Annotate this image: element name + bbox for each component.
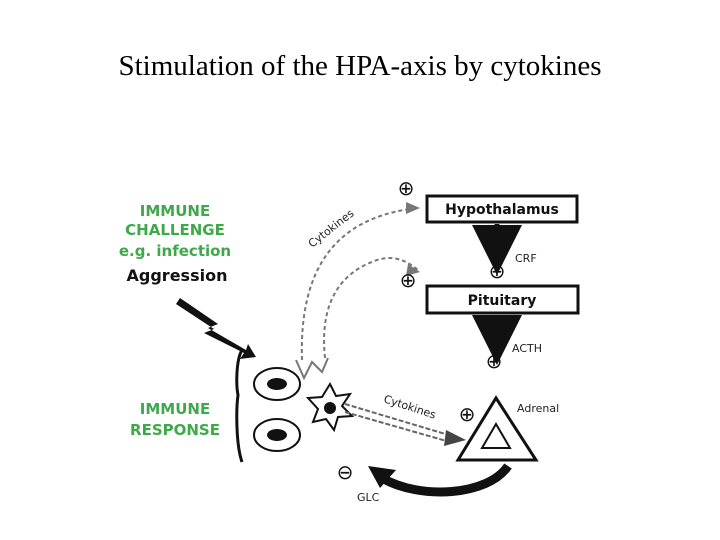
hypothalamus-label: Hypothalamus — [445, 202, 559, 218]
immune-response-line1: IMMUNE — [140, 400, 210, 418]
arrow-to-pituitary-icon — [406, 264, 420, 276]
arrow-to-hypothalamus-icon — [406, 202, 420, 214]
minus-glc-icon: ⊖ — [337, 460, 354, 484]
immune-cell-upper — [253, 367, 301, 401]
aggression-label: Aggression — [127, 266, 228, 285]
lightning-bolt-icon — [176, 298, 256, 359]
pituitary-label: Pituitary — [468, 293, 537, 309]
immune-response-line2: RESPONSE — [130, 421, 220, 439]
immune-challenge-line1: IMMUNE — [140, 202, 210, 220]
pituitary-box — [425, 284, 580, 315]
slide-title: Stimulation of the HPA-axis by cytokines — [118, 50, 602, 82]
plus-acth-icon: ⊕ — [486, 349, 503, 373]
arrow-to-adrenal-icon — [444, 430, 466, 446]
plus-crf-icon: ⊕ — [489, 259, 506, 283]
plus-pituitary-icon: ⊕ — [400, 268, 417, 292]
plus-hypothalamus-icon: ⊕ — [398, 176, 415, 200]
acth-label: ACTH — [512, 342, 542, 355]
adrenal-triangle — [455, 395, 539, 462]
hypothalamus-box — [425, 194, 579, 224]
glc-arrow-head-icon — [368, 466, 396, 488]
adrenal-label: Adrenal — [517, 402, 559, 415]
glc-feedback-arrow — [379, 463, 512, 497]
cytokines-lower-label: Cytokines — [382, 392, 438, 421]
macrophage-cell — [305, 381, 355, 433]
cytokine-pathway-lower — [344, 403, 453, 443]
plus-adrenal-icon: ⊕ — [459, 402, 476, 426]
immune-challenge-line2: CHALLENGE — [125, 221, 225, 239]
crf-label: CRF — [515, 252, 537, 265]
immune-cell-lower — [253, 418, 301, 452]
cytokines-upper-label: Cytokines — [306, 207, 357, 251]
immune-response-bracket — [235, 349, 244, 463]
immune-challenge-line3: e.g. infection — [119, 242, 231, 260]
glc-label: GLC — [357, 491, 380, 504]
cytokine-fork — [295, 357, 329, 381]
